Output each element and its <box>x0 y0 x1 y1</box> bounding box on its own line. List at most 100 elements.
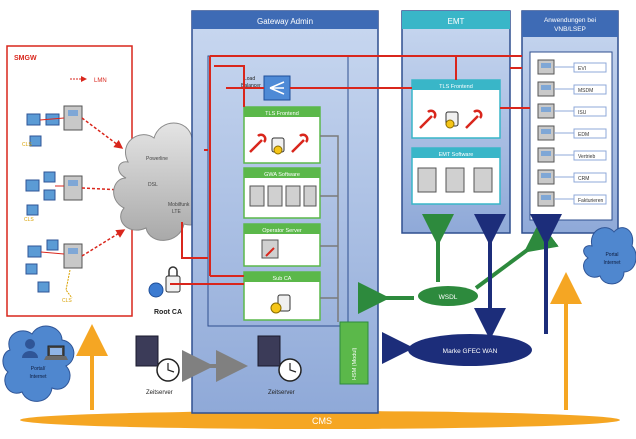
meter-icon <box>26 204 39 216</box>
cloud-line: DSL <box>148 182 158 188</box>
meter-icon <box>26 113 41 126</box>
gateway-admin-header <box>192 11 378 29</box>
meter-icon <box>43 171 56 183</box>
application-label-box <box>573 194 607 205</box>
cloud-line: Portal/ <box>31 366 46 372</box>
gfec-label: Marke GFEC WAN <box>443 348 498 355</box>
user-icon <box>25 339 35 349</box>
application-label: Vertrieb <box>578 154 595 160</box>
key-icon <box>265 247 275 257</box>
wsdl-group: WSDL <box>358 214 559 314</box>
emt-software-label: EMT Software <box>439 152 474 158</box>
application-item: Vertrieb <box>537 147 607 163</box>
certificate-seal-icon <box>273 145 283 155</box>
cls-label: CLS <box>22 142 32 148</box>
gwa-software-label: GWA Software <box>264 172 300 178</box>
key-icon <box>419 109 437 129</box>
application-label: CRM <box>578 176 589 182</box>
application-label-box <box>573 106 607 117</box>
certificate-seal-icon <box>445 119 455 129</box>
smgw-box: SMGW LMN CLS CLS <box>6 45 133 317</box>
hsm-box <box>339 321 369 385</box>
anwendungen-panel: Anwendungen bei VNB/LSEP EVI MSDM ISU EDM Ve… <box>521 10 619 234</box>
application-item: Fakturieren <box>537 191 607 207</box>
meter-icon <box>27 245 42 258</box>
root-ca: Root CA <box>148 266 182 316</box>
gateway-device-icon <box>63 105 83 131</box>
meter-icon <box>25 179 40 192</box>
portal-internet-cloud-left: Portal/ Internet <box>2 325 75 402</box>
smgw-cluster-2: CLS <box>24 171 83 223</box>
gateway-admin-title: Gateway Admin <box>257 17 313 26</box>
cls-label: CLS <box>62 298 72 304</box>
cloud-line: Internet <box>30 374 48 380</box>
application-label: EDM <box>578 132 589 138</box>
application-item: ISU <box>537 103 607 119</box>
key-icon <box>249 133 267 153</box>
meter-icon <box>25 263 38 275</box>
application-label-box <box>573 62 607 73</box>
smgw-cluster-3: CLS <box>25 239 83 304</box>
server-icon <box>285 185 301 207</box>
application-item: CRM <box>537 169 607 185</box>
meter-icon <box>37 281 50 293</box>
portal-internet-cloud-right: Portal Internet <box>583 227 636 285</box>
tls-frontend-label: TLS Frontend <box>265 111 299 117</box>
load-balancer-label: Load <box>244 76 255 82</box>
lmn-legend-label: LMN <box>94 78 107 84</box>
server-icon <box>445 167 465 193</box>
application-label: EVI <box>578 66 586 72</box>
certificate-seal-icon <box>270 302 282 314</box>
load-balancer-label: Balancer <box>241 83 261 89</box>
gateway-device-icon <box>63 175 83 201</box>
red-connections <box>170 55 530 285</box>
anwendungen-title: VNB/LSEP <box>554 26 586 33</box>
cloud-line: LTE <box>172 209 181 215</box>
zeitserver-label: Zeitserver <box>146 390 173 396</box>
cloud-line: Portal <box>605 252 618 258</box>
zeitserver-icon <box>257 335 281 367</box>
emt-tls-frontend-label: TLS Frontend <box>439 84 473 90</box>
meter-icon <box>46 239 59 251</box>
sub-ca-label: Sub CA <box>273 276 292 282</box>
application-label: MSDM <box>578 88 593 94</box>
application-label: ISU <box>578 110 587 116</box>
application-item: EDM <box>537 125 607 141</box>
application-label: Fakturieren <box>578 198 604 204</box>
meter-icon <box>43 189 56 201</box>
emt-title: EMT <box>448 17 465 26</box>
key-icon <box>291 133 309 153</box>
gfec-group: Marke GFEC WAN <box>382 214 562 366</box>
cms-bar: CMS <box>20 411 620 429</box>
smgw-cluster-1: CLS <box>22 105 83 148</box>
server-icon <box>303 185 317 207</box>
application-label-box <box>573 128 607 139</box>
server-icon <box>473 167 493 193</box>
server-icon <box>267 185 283 207</box>
zeitserver-icon <box>135 335 159 367</box>
application-item: MSDM <box>537 81 607 97</box>
hsm-label: HSM (Modul) <box>352 347 358 380</box>
application-label-box <box>573 150 607 161</box>
application-label-box <box>573 84 607 95</box>
root-ca-label: Root CA <box>154 309 182 316</box>
zeitserver-label: Zeitserver <box>268 390 295 396</box>
wsdl-ellipse <box>418 286 478 306</box>
server-icon <box>249 185 265 207</box>
anwendungen-title: Anwendungen bei <box>544 17 596 24</box>
green-arrow <box>474 220 559 290</box>
cms-label: CMS <box>312 416 332 426</box>
server-icon <box>261 239 279 259</box>
operator-server-label: Operator Server <box>262 228 302 234</box>
cloud-line: Powerline <box>146 156 168 162</box>
gateway-device-icon <box>63 243 83 269</box>
application-item: EVI <box>537 59 607 75</box>
smgw-title: SMGW <box>14 55 37 62</box>
application-label-box <box>573 172 607 183</box>
cloud-line: Internet <box>604 260 622 266</box>
cloud-line: Mobilfunk <box>168 202 190 208</box>
cls-label: CLS <box>24 217 34 223</box>
emt-panel: EMT TLS Frontend EMT Software <box>401 10 511 234</box>
